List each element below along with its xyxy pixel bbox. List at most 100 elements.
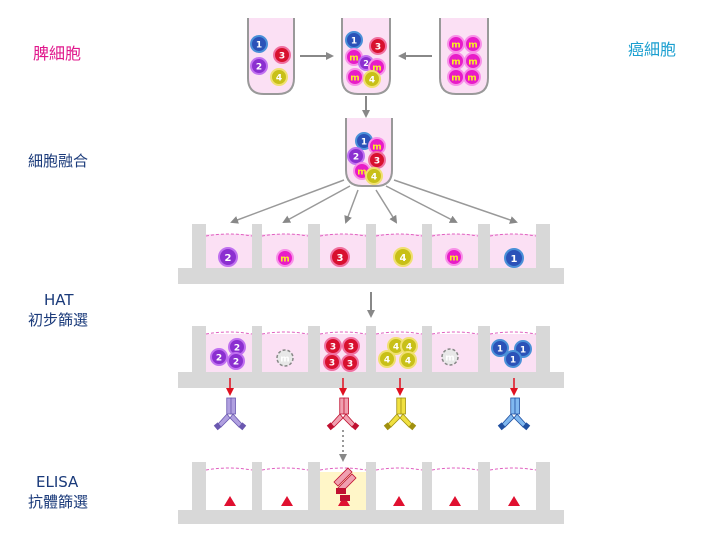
three-cell-label: 3 <box>279 51 285 61</box>
dead-cell-label: m <box>445 353 454 363</box>
plate-elisa <box>178 462 564 524</box>
secretion-arrows <box>226 378 518 396</box>
one-cell-label: 1 <box>351 36 357 46</box>
one-cell-label: 1 <box>511 254 518 265</box>
two-cell-label: 2 <box>225 253 232 264</box>
myeloma-cell: m <box>447 52 465 70</box>
three-cell-label: 3 <box>330 342 336 352</box>
label-spleen-cells: 脾細胞 <box>33 44 81 63</box>
myeloma-cell-label: m <box>468 57 477 67</box>
four-cell-label: 4 <box>405 356 411 366</box>
two-cell: 2 <box>347 147 365 165</box>
myeloma-cell: m <box>445 248 463 266</box>
myeloma-cell: m <box>463 68 481 86</box>
three-cell: 3 <box>342 337 360 355</box>
four-cell: 4 <box>363 70 381 88</box>
antibody-4 <box>383 397 417 431</box>
two-cell-label: 2 <box>363 59 369 68</box>
bound-antibody <box>333 467 357 501</box>
myeloma-cell: m <box>276 249 294 267</box>
myeloma-cell-label: m <box>451 57 460 67</box>
dead-cell: m <box>441 348 459 366</box>
myeloma-cell-label: m <box>451 40 460 50</box>
four-cell-label: 4 <box>400 253 407 264</box>
antibody-1 <box>497 397 531 431</box>
three-cell-label: 3 <box>347 359 353 369</box>
label-elisa-screening: 抗體篩選 <box>28 493 88 511</box>
one-cell: 1 <box>504 248 524 268</box>
four-cell-label: 4 <box>369 75 375 85</box>
four-cell: 4 <box>399 351 417 369</box>
myeloma-cell: m <box>447 35 465 53</box>
two-cell-label: 2 <box>353 152 359 162</box>
three-cell: 3 <box>330 247 350 267</box>
one-cell-label: 1 <box>497 344 503 354</box>
myeloma-cell-label: m <box>357 167 366 177</box>
label-hat: HAT <box>44 291 74 309</box>
four-cell-label: 4 <box>393 342 399 352</box>
myeloma-cell: m <box>346 68 364 86</box>
antibody-3 <box>326 397 360 431</box>
four-cell-label: 4 <box>406 342 412 352</box>
three-cell: 3 <box>324 337 342 355</box>
three-cell-label: 3 <box>375 42 381 52</box>
three-cell: 3 <box>273 46 291 64</box>
one-cell-label: 1 <box>256 40 262 50</box>
myeloma-cell-label: m <box>350 73 359 83</box>
three-cell: 3 <box>341 354 359 372</box>
myeloma-cell-label: m <box>451 73 460 83</box>
myeloma-cell-label: m <box>467 73 476 83</box>
plate-1 <box>178 224 564 284</box>
one-cell: 1 <box>504 350 522 368</box>
one-cell: 1 <box>250 35 268 53</box>
myeloma-cell-label: m <box>280 254 289 264</box>
myeloma-cell-label: m <box>468 40 477 50</box>
myeloma-cell: m <box>464 35 482 53</box>
four-cell-label: 4 <box>276 73 282 83</box>
label-cell-fusion: 細胞融合 <box>28 152 88 170</box>
one-cell: 1 <box>491 339 509 357</box>
two-cell-label: 2 <box>233 357 239 367</box>
three-cell: 3 <box>323 353 341 371</box>
dead-cell: m <box>276 349 294 367</box>
four-cell: 4 <box>393 247 413 267</box>
myeloma-cell-label: m <box>372 142 381 152</box>
fan-arrows <box>230 179 518 224</box>
two-cell: 2 <box>227 352 245 370</box>
four-cell: 4 <box>378 350 396 368</box>
three-cell: 3 <box>368 151 386 169</box>
four-cell-label: 4 <box>371 172 377 182</box>
two-cell: 2 <box>210 348 228 366</box>
two-cell-label: 2 <box>256 62 262 72</box>
four-cell: 4 <box>270 68 288 86</box>
dead-cell-label: m <box>280 354 289 364</box>
label-cancer-cells: 癌細胞 <box>628 40 676 59</box>
antibody-layer <box>213 397 531 501</box>
four-cell: 4 <box>365 167 383 185</box>
two-cell: 2 <box>250 57 268 75</box>
three-cell-label: 3 <box>329 358 335 368</box>
one-cell-label: 1 <box>510 355 516 365</box>
one-cell: 1 <box>345 31 363 49</box>
label-hat-screening: 初步篩選 <box>28 311 88 329</box>
myeloma-cell-label: m <box>372 63 381 73</box>
plate-2 <box>178 326 564 388</box>
tube-cancer <box>439 18 489 95</box>
myeloma-cell: m <box>464 52 482 70</box>
two-cell: 2 <box>218 247 238 267</box>
antibody-2 <box>213 397 247 431</box>
myeloma-cell-label: m <box>449 253 458 263</box>
myeloma-cell-label: m <box>349 53 358 63</box>
three-cell-label: 3 <box>348 342 354 352</box>
one-cell-label: 1 <box>361 137 367 147</box>
two-cell-label: 2 <box>234 343 240 353</box>
three-cell-label: 3 <box>374 156 380 166</box>
label-elisa: ELISA <box>36 473 79 491</box>
three-cell: 3 <box>369 37 387 55</box>
four-cell-label: 4 <box>384 355 390 365</box>
two-cell-label: 2 <box>216 353 222 363</box>
myeloma-cell: m <box>447 68 465 86</box>
one-cell-label: 1 <box>520 345 526 355</box>
three-cell-label: 3 <box>337 253 344 264</box>
